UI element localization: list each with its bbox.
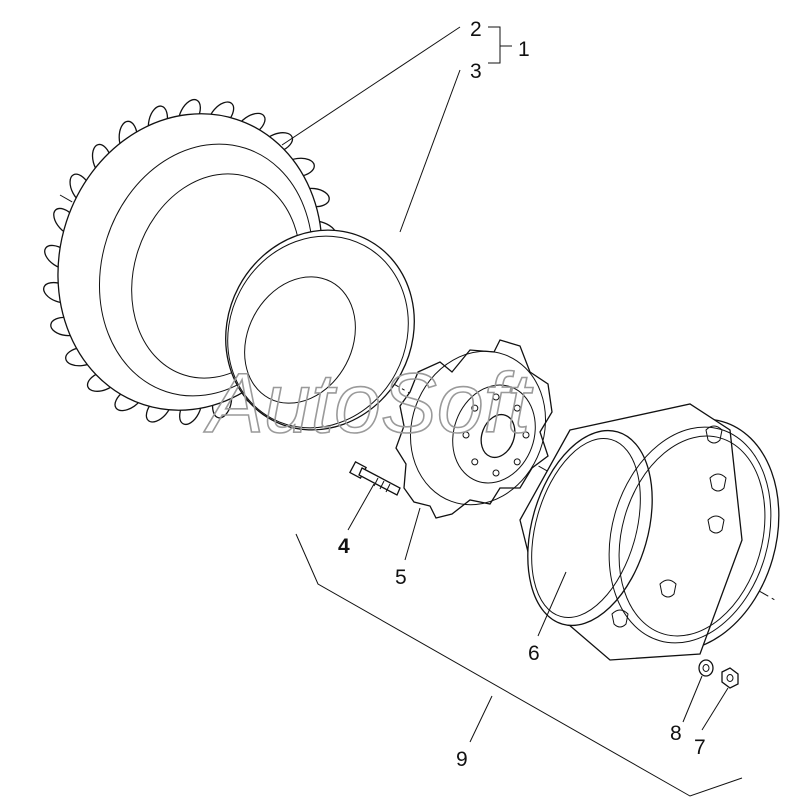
rim-mounting-lugs xyxy=(611,425,727,628)
disc-bolt-hole xyxy=(513,404,521,412)
disc-bolt-hole xyxy=(492,393,500,401)
rim-part-6 xyxy=(519,403,780,661)
callout-6: 6 xyxy=(528,642,540,665)
disc-bolt-hole xyxy=(471,404,479,412)
disc-bolt-hole xyxy=(522,431,530,439)
bolt-part-4 xyxy=(349,461,401,496)
callout-3: 3 xyxy=(470,60,482,83)
watermark-logo: AutoSoft xyxy=(203,356,534,450)
callout-8: 8 xyxy=(670,722,682,745)
callout-7: 7 xyxy=(694,736,706,759)
washer-part-8 xyxy=(698,659,714,677)
callout-5: 5 xyxy=(395,566,407,589)
disc-bolt-hole xyxy=(513,458,521,466)
disc-bolt-hole xyxy=(492,469,500,477)
flap-part-3 xyxy=(225,229,415,431)
callout-labels: 2 1 3 4 5 6 7 8 9 xyxy=(338,18,706,771)
nut-part-7 xyxy=(721,667,739,689)
callout-4: 4 xyxy=(338,535,350,558)
callout-9: 9 xyxy=(456,748,468,771)
disc-bolt-hole xyxy=(471,458,479,466)
wheel-disc-part-5 xyxy=(395,339,553,519)
disc-bolt-hole xyxy=(462,431,470,439)
leader-lines xyxy=(281,26,743,797)
callout-2: 2 xyxy=(470,18,482,41)
callout-1: 1 xyxy=(518,38,530,61)
